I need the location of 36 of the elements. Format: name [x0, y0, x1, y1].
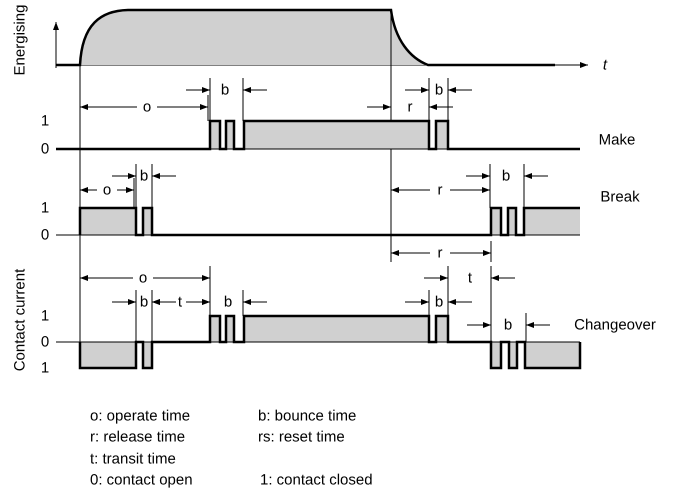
legend-text: 1: contact closed	[260, 472, 373, 488]
legend-text: r: release time	[90, 430, 186, 444]
trace-label: Break	[600, 190, 640, 204]
level-label: 1	[40, 200, 50, 216]
level-label: 1	[40, 114, 50, 128]
dimension-label: t	[178, 294, 182, 310]
dimension-label: b	[220, 82, 230, 98]
axis-label: Contact current	[12, 268, 28, 372]
legend-text: b: bounce time	[258, 408, 356, 424]
legend-text: rs: reset time	[258, 430, 345, 444]
trace-label: Changeover	[574, 318, 656, 332]
dimension-label: o	[138, 270, 148, 286]
dimension-label: b	[140, 294, 148, 310]
axis-label: t	[602, 58, 608, 72]
dimension-label: o	[102, 182, 112, 198]
legend-text: o: operate time	[90, 408, 190, 424]
dimension-label: b	[434, 294, 444, 310]
dimension-label: b	[140, 168, 148, 184]
dimension-label: b	[224, 294, 232, 310]
dimension-label: r	[438, 246, 442, 260]
dimension-label: o	[142, 100, 152, 114]
level-label: 1	[40, 360, 50, 376]
dimension-label: b	[434, 82, 444, 98]
legend-text: 0: contact open	[90, 472, 193, 488]
level-label: 0	[40, 334, 50, 350]
dimension-label: r	[408, 100, 412, 114]
dimension-label: r	[438, 182, 442, 198]
legend-text: t: transit time	[90, 452, 176, 466]
axis-label: Energising	[12, 4, 28, 76]
level-label: 0	[40, 228, 50, 242]
level-label: 0	[40, 142, 50, 156]
dimension-label: t	[468, 270, 472, 286]
trace-label: Make	[598, 132, 636, 148]
dimension-label: b	[502, 168, 510, 184]
level-label: 1	[40, 308, 50, 324]
dimension-label: b	[504, 318, 512, 332]
